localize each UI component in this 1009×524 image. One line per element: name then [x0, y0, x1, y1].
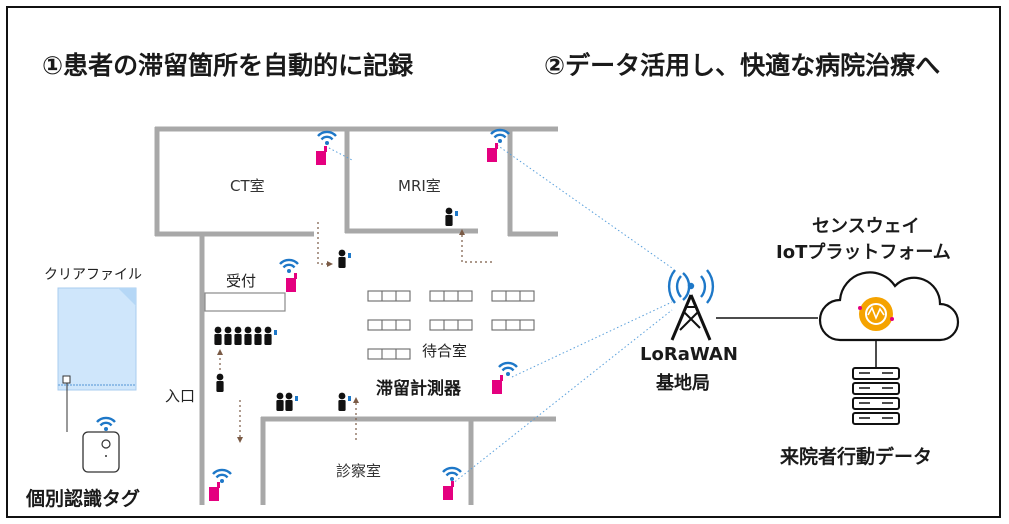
person-icon — [216, 373, 224, 392]
person-icon — [338, 249, 351, 268]
tag-device-icon — [82, 416, 120, 473]
sensor-icon — [316, 130, 338, 165]
bench — [491, 319, 535, 331]
clear-file-label: クリアファイル — [44, 267, 142, 283]
tag-label: 個別認識タグ — [26, 488, 141, 510]
server-icon — [852, 367, 900, 425]
queue-people-icon — [214, 326, 277, 345]
lorawan-tower-icon — [667, 269, 715, 341]
room-waiting: 待合室 — [422, 342, 468, 360]
waiting-benches — [367, 290, 535, 360]
server-details — [859, 372, 893, 419]
sensor-icon — [492, 361, 519, 394]
bench — [367, 290, 411, 302]
person-icon — [445, 207, 458, 226]
bench — [491, 290, 535, 302]
diagram-frame — [6, 6, 1001, 518]
bench — [429, 319, 473, 331]
sensor-icon — [441, 466, 463, 500]
step2-heading: ②データ活用し、快適な病院治療へ — [544, 51, 941, 80]
base-station-label-1: LoRaWAN — [640, 344, 738, 365]
sensor-label: 滞留計測器 — [376, 379, 461, 399]
sensor-icon — [487, 128, 511, 162]
people — [214, 207, 458, 411]
sensor-icon — [209, 468, 233, 501]
floor-walls — [154, 126, 558, 505]
base-station-label-2: 基地局 — [656, 373, 710, 394]
room-ct: CT室 — [230, 177, 265, 195]
visitor-data-label: 来院者行動データ — [780, 446, 933, 468]
bench — [429, 290, 473, 302]
step1-heading: ①患者の滞留箇所を自動的に記録 — [42, 51, 414, 80]
sensor-icon — [278, 258, 300, 292]
room-reception: 受付 — [226, 272, 257, 290]
person-pair-icon — [276, 392, 298, 411]
reception-counter — [204, 292, 286, 312]
bench — [367, 319, 411, 331]
clear-file-image — [57, 287, 137, 432]
person-icon — [338, 392, 351, 411]
path-arrows — [217, 229, 465, 443]
bench — [367, 348, 411, 360]
platform-label-1: センスウェイ — [812, 216, 920, 237]
radio-links — [328, 144, 673, 485]
room-entrance: 入口 — [165, 387, 196, 405]
platform-logo-icon — [858, 297, 894, 331]
room-mri: MRI室 — [398, 177, 441, 195]
platform-label-2: IoTプラットフォーム — [776, 242, 951, 263]
room-exam: 診察室 — [336, 462, 382, 480]
